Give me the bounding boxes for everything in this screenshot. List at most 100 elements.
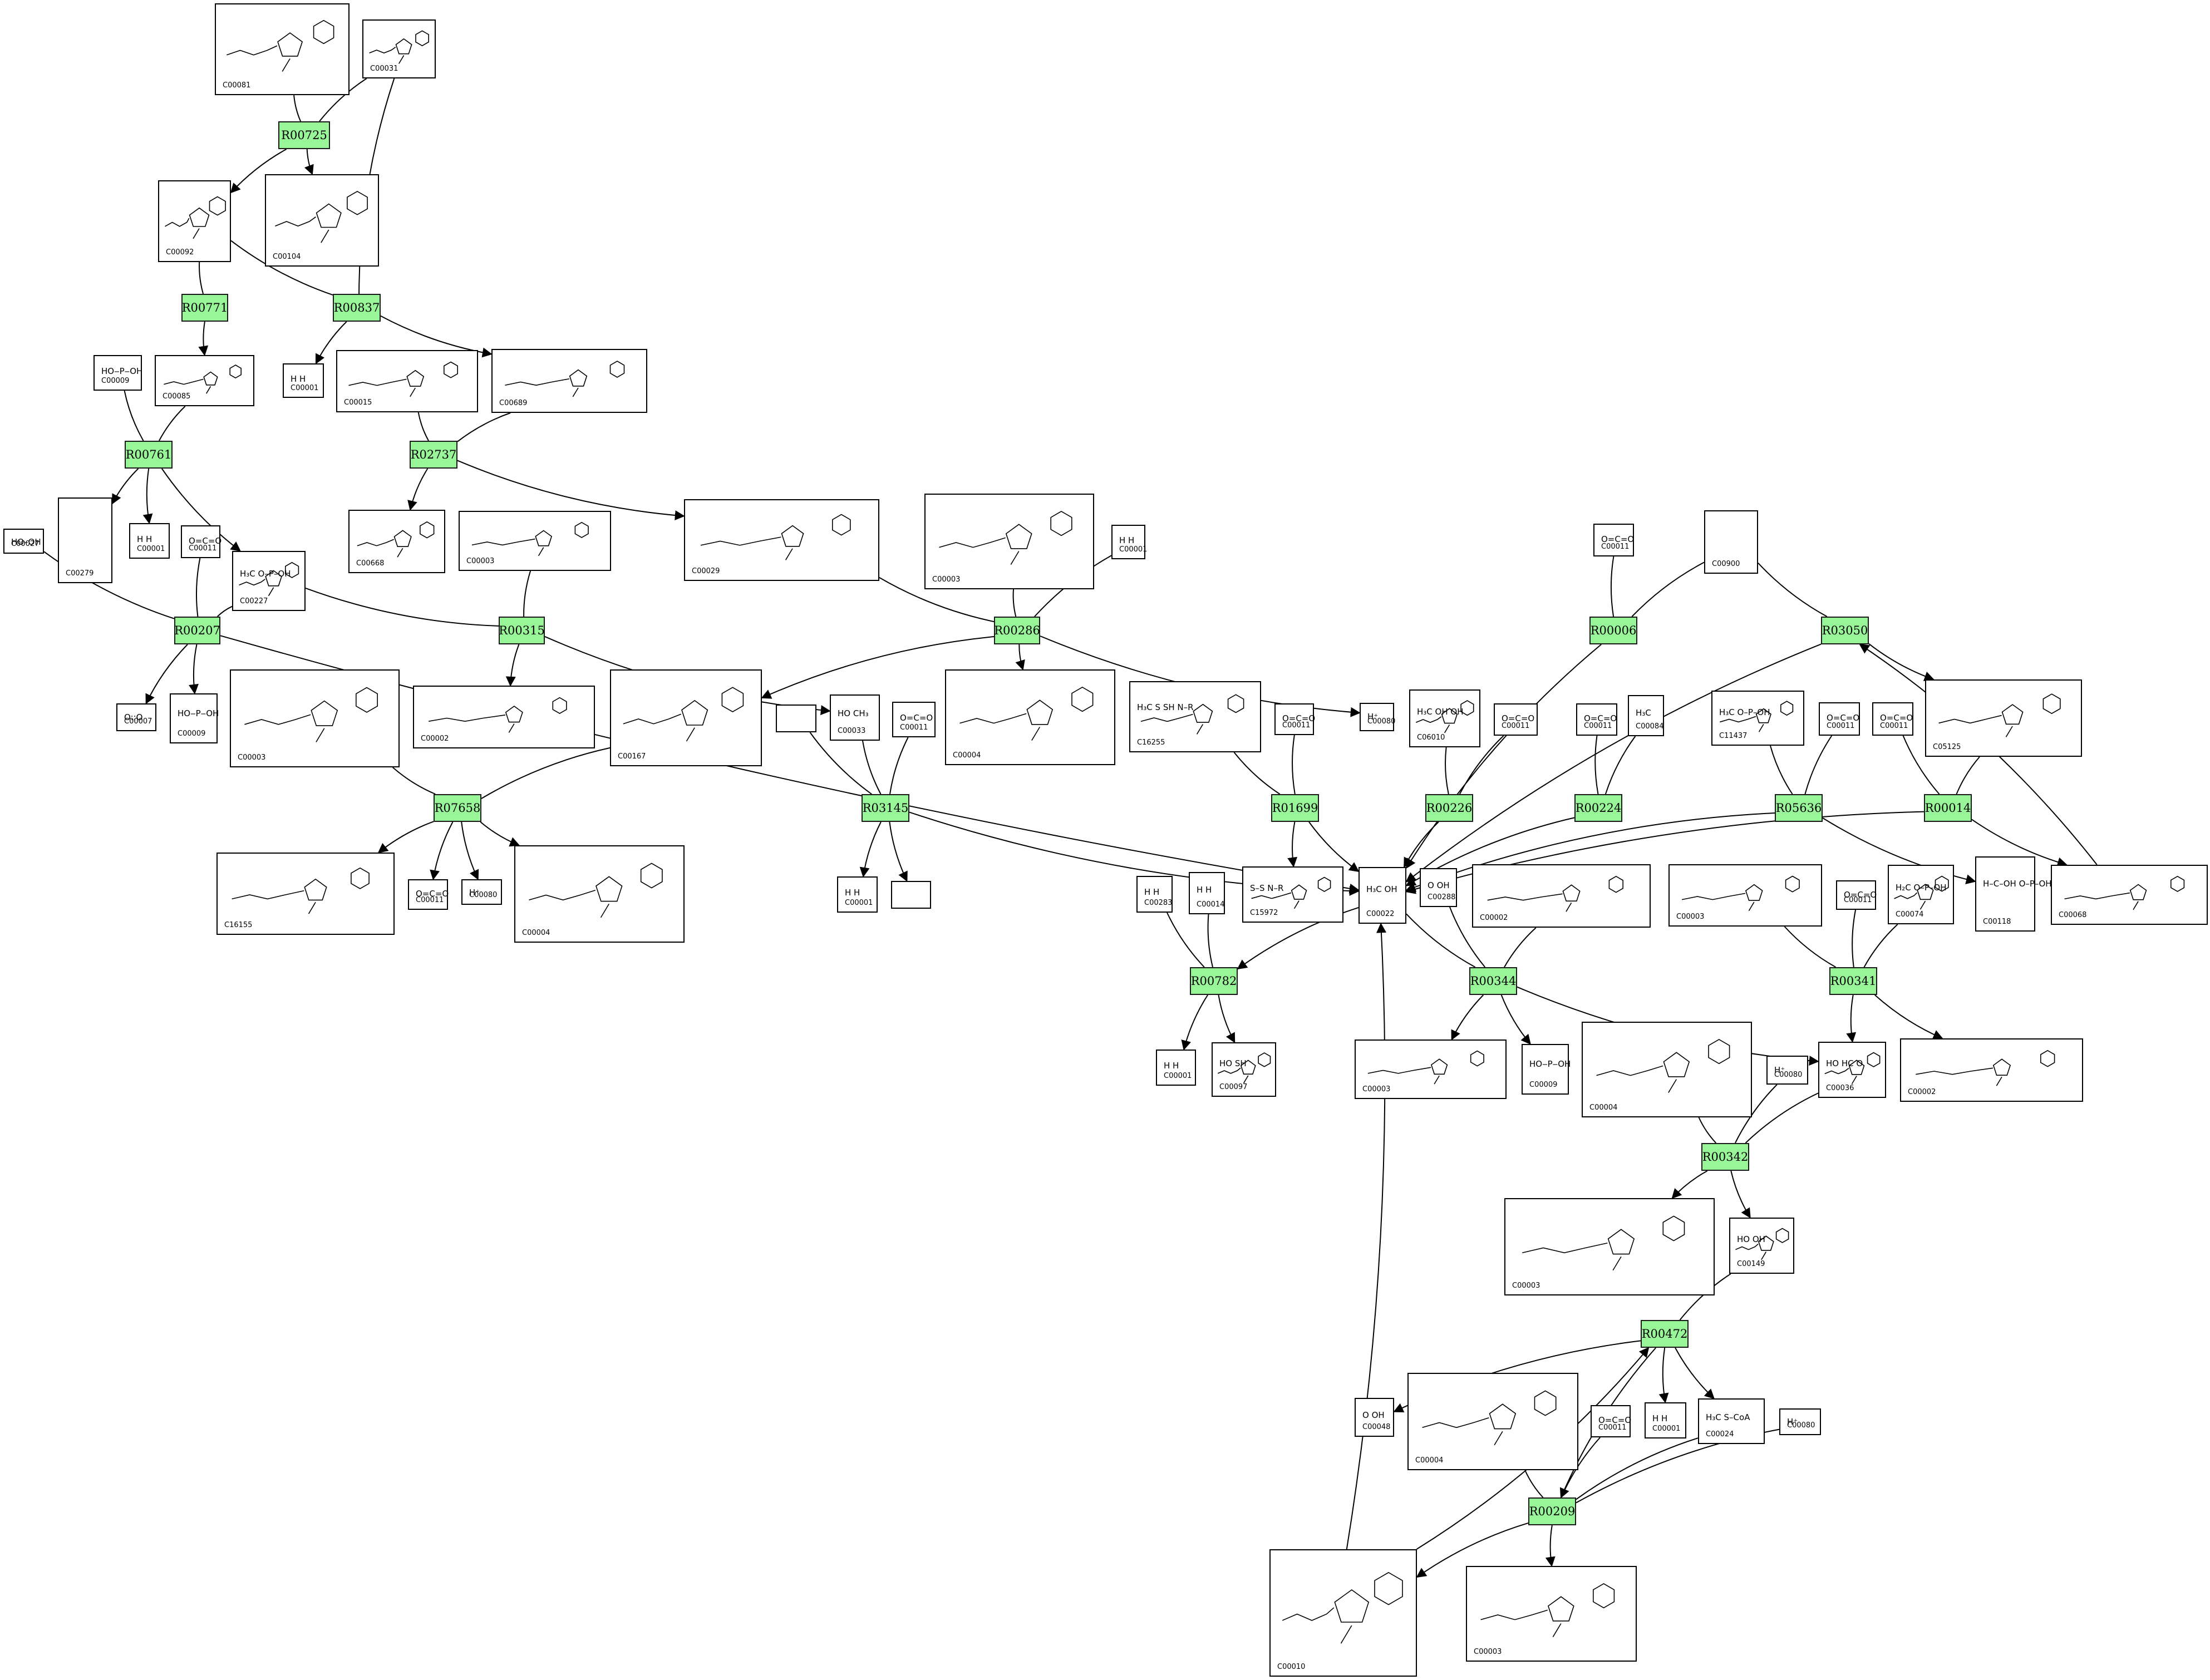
reaction-node[interactable]: R00344 bbox=[1469, 967, 1517, 995]
reaction-node[interactable]: R00725 bbox=[278, 121, 330, 149]
compound-node[interactable]: H⁺C00080 bbox=[1766, 1056, 1808, 1085]
reaction-node[interactable]: R00209 bbox=[1528, 1497, 1576, 1525]
compound-node[interactable]: C00167 bbox=[610, 669, 762, 766]
compound-node[interactable]: C00010 bbox=[1269, 1549, 1417, 1677]
compound-node[interactable]: C00003 bbox=[230, 669, 400, 767]
compound-node[interactable]: C16155 bbox=[216, 853, 395, 935]
compound-node[interactable]: H⁺C00080 bbox=[461, 879, 502, 905]
compound-node[interactable]: C00004 bbox=[1407, 1373, 1578, 1470]
compound-node[interactable]: C00004 bbox=[945, 669, 1115, 765]
compound-node[interactable]: C00002 bbox=[413, 686, 595, 748]
reaction-node[interactable]: R02737 bbox=[410, 441, 457, 469]
compound-node[interactable]: C00003 bbox=[459, 511, 611, 571]
compound-node[interactable]: C00668 bbox=[348, 510, 445, 573]
compound-node[interactable]: C00900 bbox=[1704, 510, 1758, 574]
reaction-node[interactable]: R07658 bbox=[434, 794, 481, 822]
compound-node[interactable]: C00081 bbox=[215, 3, 350, 95]
formula-fragment: H₃C bbox=[1636, 707, 1651, 718]
compound-node[interactable]: C00004 bbox=[514, 845, 685, 943]
compound-node[interactable]: H⁺C00080 bbox=[1360, 703, 1395, 731]
reaction-node[interactable]: R00837 bbox=[333, 294, 381, 322]
reaction-node[interactable]: R00207 bbox=[174, 617, 220, 644]
reaction-node[interactable]: R03145 bbox=[862, 794, 909, 822]
compound-node[interactable]: C00689 bbox=[491, 349, 647, 413]
reaction-node[interactable]: R00014 bbox=[1924, 794, 1972, 822]
reaction-node[interactable]: R00761 bbox=[125, 441, 173, 469]
compound-node[interactable]: C05125 bbox=[1925, 679, 2082, 757]
reaction-node[interactable]: R00006 bbox=[1589, 617, 1637, 644]
compound-node[interactable]: C00092 bbox=[158, 180, 231, 262]
compound-node[interactable]: C00003 bbox=[924, 494, 1094, 589]
compound-node[interactable]: C00003 bbox=[1355, 1039, 1507, 1099]
reaction-node[interactable]: R00341 bbox=[1829, 967, 1877, 995]
compound-node[interactable]: C00104 bbox=[265, 174, 379, 267]
compound-node[interactable]: C00031 bbox=[362, 19, 436, 78]
reaction-node[interactable]: R01699 bbox=[1271, 794, 1319, 822]
compound-node[interactable]: C00029 bbox=[684, 499, 879, 581]
compound-node[interactable]: C00004 bbox=[1582, 1022, 1752, 1117]
compound-node[interactable]: H⁺C00080 bbox=[1779, 1408, 1821, 1435]
compound-node[interactable]: C00279 bbox=[58, 497, 112, 583]
compound-node[interactable]: C00015 bbox=[336, 350, 478, 412]
reaction-node[interactable]: R00782 bbox=[1190, 967, 1238, 995]
reaction-node[interactable]: R00224 bbox=[1574, 794, 1622, 822]
compound-node[interactable]: C00003 bbox=[1466, 1566, 1637, 1662]
compound-node[interactable]: C00002 bbox=[1472, 864, 1651, 928]
compound-node[interactable]: C00003 bbox=[1668, 864, 1822, 927]
reaction-node[interactable]: R00771 bbox=[181, 294, 228, 322]
reaction-node[interactable]: R00472 bbox=[1641, 1320, 1689, 1348]
reaction-node[interactable]: R00286 bbox=[994, 617, 1040, 644]
reaction-node[interactable]: R00342 bbox=[1701, 1143, 1749, 1171]
compound-node[interactable]: C00068 bbox=[2051, 865, 2208, 925]
compound-node[interactable] bbox=[891, 881, 931, 909]
reaction-node[interactable]: R00315 bbox=[499, 617, 545, 644]
compound-node[interactable] bbox=[776, 704, 816, 732]
reaction-node[interactable]: R03050 bbox=[1821, 617, 1869, 644]
compound-node[interactable]: C00085 bbox=[155, 355, 254, 406]
reaction-node[interactable]: R00226 bbox=[1425, 794, 1473, 822]
reaction-node[interactable]: R05636 bbox=[1775, 794, 1823, 822]
compound-node[interactable]: C00003 bbox=[1504, 1198, 1715, 1295]
compound-node[interactable]: C00002 bbox=[1900, 1038, 2083, 1102]
